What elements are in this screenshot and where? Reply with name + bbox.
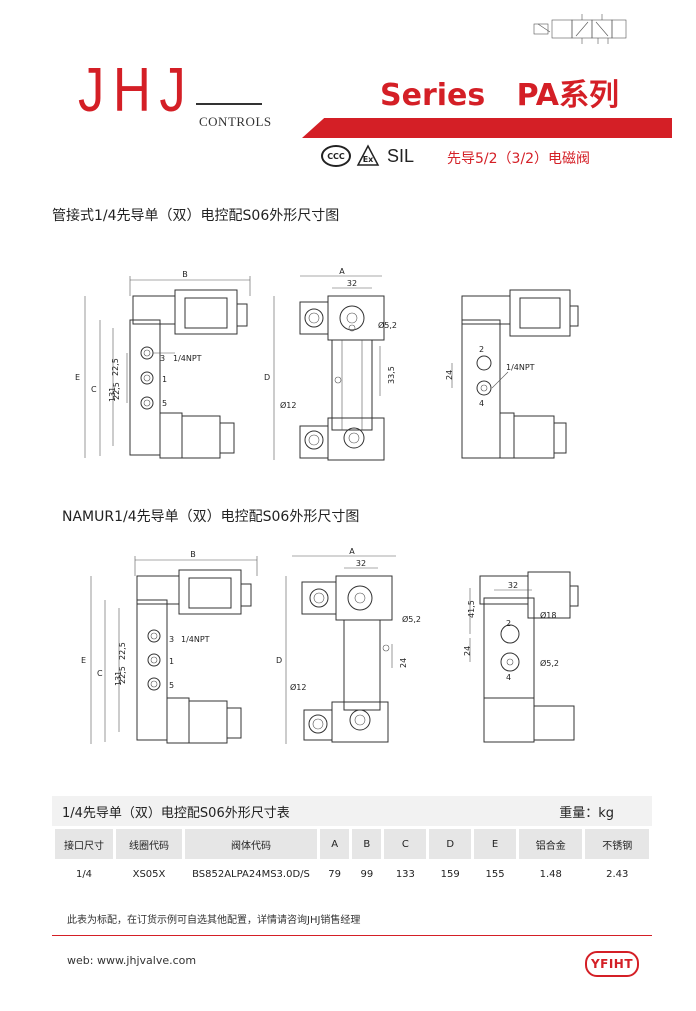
cell-body-code: BS852ALPA24MS3.0D/S	[192, 868, 310, 880]
port-2: 2	[479, 345, 484, 354]
dim-32: 32	[347, 279, 357, 288]
label-npt-back: 1/4NPT	[506, 363, 535, 372]
table-header-row: 接口尺寸 线圈代码 阀体代码 A B C D E 铝合金 不锈钢	[55, 829, 649, 859]
dim-d-2: D	[276, 656, 282, 665]
port-5: 5	[162, 399, 167, 408]
dim-b-2: B	[190, 550, 196, 559]
port-3-2: 3	[169, 635, 174, 644]
table-weight-label: 重量：kg	[559, 805, 614, 821]
port-5-2: 5	[169, 681, 174, 690]
drawing-2-side-view: A 32 Ø5,2 24 D Ø12	[276, 547, 421, 744]
port-2-back: 2	[506, 619, 511, 628]
dim-32-2: 32	[356, 559, 366, 568]
dim-24: 24	[445, 370, 454, 380]
ccc-cert-icon: CCC	[321, 145, 351, 167]
dim-dia-18: Ø18	[540, 610, 556, 620]
dim-24-back: 24	[463, 646, 472, 656]
ex-cert-label: Ex	[363, 155, 374, 164]
dim-c: C	[91, 385, 97, 394]
dim-d: D	[264, 373, 270, 382]
dim-a: A	[339, 267, 345, 276]
col-port-size: 接口尺寸	[55, 829, 113, 859]
logo-subtitle: CONTROLS	[199, 114, 272, 129]
section-title-pipe: 管接式1/4先导单（双）电控配S06外形尺寸图	[52, 208, 340, 224]
port-3: 3	[160, 354, 165, 363]
col-e: E	[474, 829, 516, 859]
dim-e: E	[75, 373, 80, 382]
port-1: 1	[162, 375, 167, 384]
drawing-2-back-view: 32 2 4 Ø18 Ø5,2 41,5 24	[463, 571, 579, 743]
cell-e: 155	[485, 868, 505, 880]
col-stainless: 不锈钢	[585, 829, 649, 859]
pneumatic-symbol	[533, 14, 627, 44]
port-1-2: 1	[169, 657, 174, 666]
col-aluminum: 铝合金	[518, 829, 583, 859]
dim-dia-5-2-back: Ø5,2	[540, 658, 559, 668]
sil-cert-label: SIL	[387, 145, 415, 166]
dim-22-5-a: 22,5	[111, 358, 120, 376]
drawing-1-side-view: A 32 Ø5,2 33,5 D Ø12	[264, 267, 397, 461]
brand-badge: YFIHT	[585, 951, 639, 977]
certification-row: CCC Ex SIL	[321, 144, 414, 168]
cell-c: 133	[395, 868, 415, 880]
website-link[interactable]: web: www.jhjvalve.com	[67, 954, 197, 967]
logo-divider	[196, 103, 262, 105]
dimension-table: 1/4先导单（双）电控配S06外形尺寸表 重量：kg 接口尺寸 线圈代码 阀体代…	[52, 796, 652, 889]
col-c: C	[384, 829, 427, 859]
col-b: B	[352, 829, 382, 859]
ex-cert-icon: Ex	[356, 144, 380, 167]
dim-41-5: 41,5	[467, 600, 476, 618]
dim-32-back: 32	[508, 581, 518, 590]
col-a: A	[320, 829, 350, 859]
dim-e-2: E	[81, 656, 86, 665]
dim-a-2: A	[349, 547, 355, 556]
section-title-namur: NAMUR1/4先导单（双）电控配S06外形尺寸图	[62, 509, 360, 525]
dim-24-side: 24	[399, 658, 408, 668]
cell-port-size: 1/4	[75, 868, 93, 880]
col-d: D	[429, 829, 472, 859]
table-title: 1/4先导单（双）电控配S06外形尺寸表	[62, 805, 290, 821]
dim-c-2: C	[97, 669, 103, 678]
dim-131: 131	[108, 387, 117, 402]
cell-d: 159	[440, 868, 460, 880]
company-logo: JHJ	[78, 56, 195, 125]
dim-22-5-b: 22,5	[112, 382, 121, 400]
dim-131-2: 131	[114, 671, 123, 686]
cell-stainless: 2.43	[606, 868, 629, 880]
port-4: 4	[479, 399, 484, 408]
dim-22-5-d: 22,5	[118, 666, 127, 684]
dim-33-5: 33,5	[387, 366, 396, 384]
valve-type: 先导5/2（3/2）电磁阀	[447, 151, 591, 167]
label-npt: 1/4NPT	[173, 354, 202, 363]
series-title: Series PA系列	[380, 78, 620, 113]
cell-coil-code: XS05X	[132, 868, 166, 880]
dim-b: B	[182, 270, 188, 279]
col-coil-code: 线圈代码	[116, 829, 182, 859]
dim-dia-5-2: Ø5,2	[378, 320, 397, 330]
footnote: 此表为标配，在订货示例可自选其他配置，详情请咨询JHJ销售经理	[67, 915, 361, 926]
col-body-code: 阀体代码	[185, 829, 317, 859]
drawing-1-front-view: B 1/4NPT 3 1 5 E C 131 22,5 22,5	[75, 270, 251, 459]
dim-dia-12-2: Ø12	[290, 682, 306, 692]
drawing-1-back-view: 2 4 1/4NPT 24	[445, 289, 579, 459]
cell-a: 79	[328, 868, 341, 880]
dim-dia-5-2-2: Ø5,2	[402, 614, 421, 624]
table-header-bar: 1/4先导单（双）电控配S06外形尺寸表 重量：kg	[52, 796, 652, 826]
dim-22-5-c: 22,5	[118, 642, 127, 660]
dim-dia-12: Ø12	[280, 400, 296, 410]
red-banner	[302, 118, 672, 138]
label-npt-2: 1/4NPT	[181, 635, 210, 644]
footer-divider	[52, 935, 652, 936]
drawing-2-front-view: B 1/4NPT 3 1 5 E C 131 22,5 22,5	[81, 550, 258, 744]
table-row: 1/4 XS05X BS852ALPA24MS3.0D/S 79 99 133 …	[55, 862, 649, 886]
cell-b: 99	[360, 868, 374, 880]
cell-aluminum: 1.48	[539, 868, 562, 880]
port-4-back: 4	[506, 673, 511, 682]
